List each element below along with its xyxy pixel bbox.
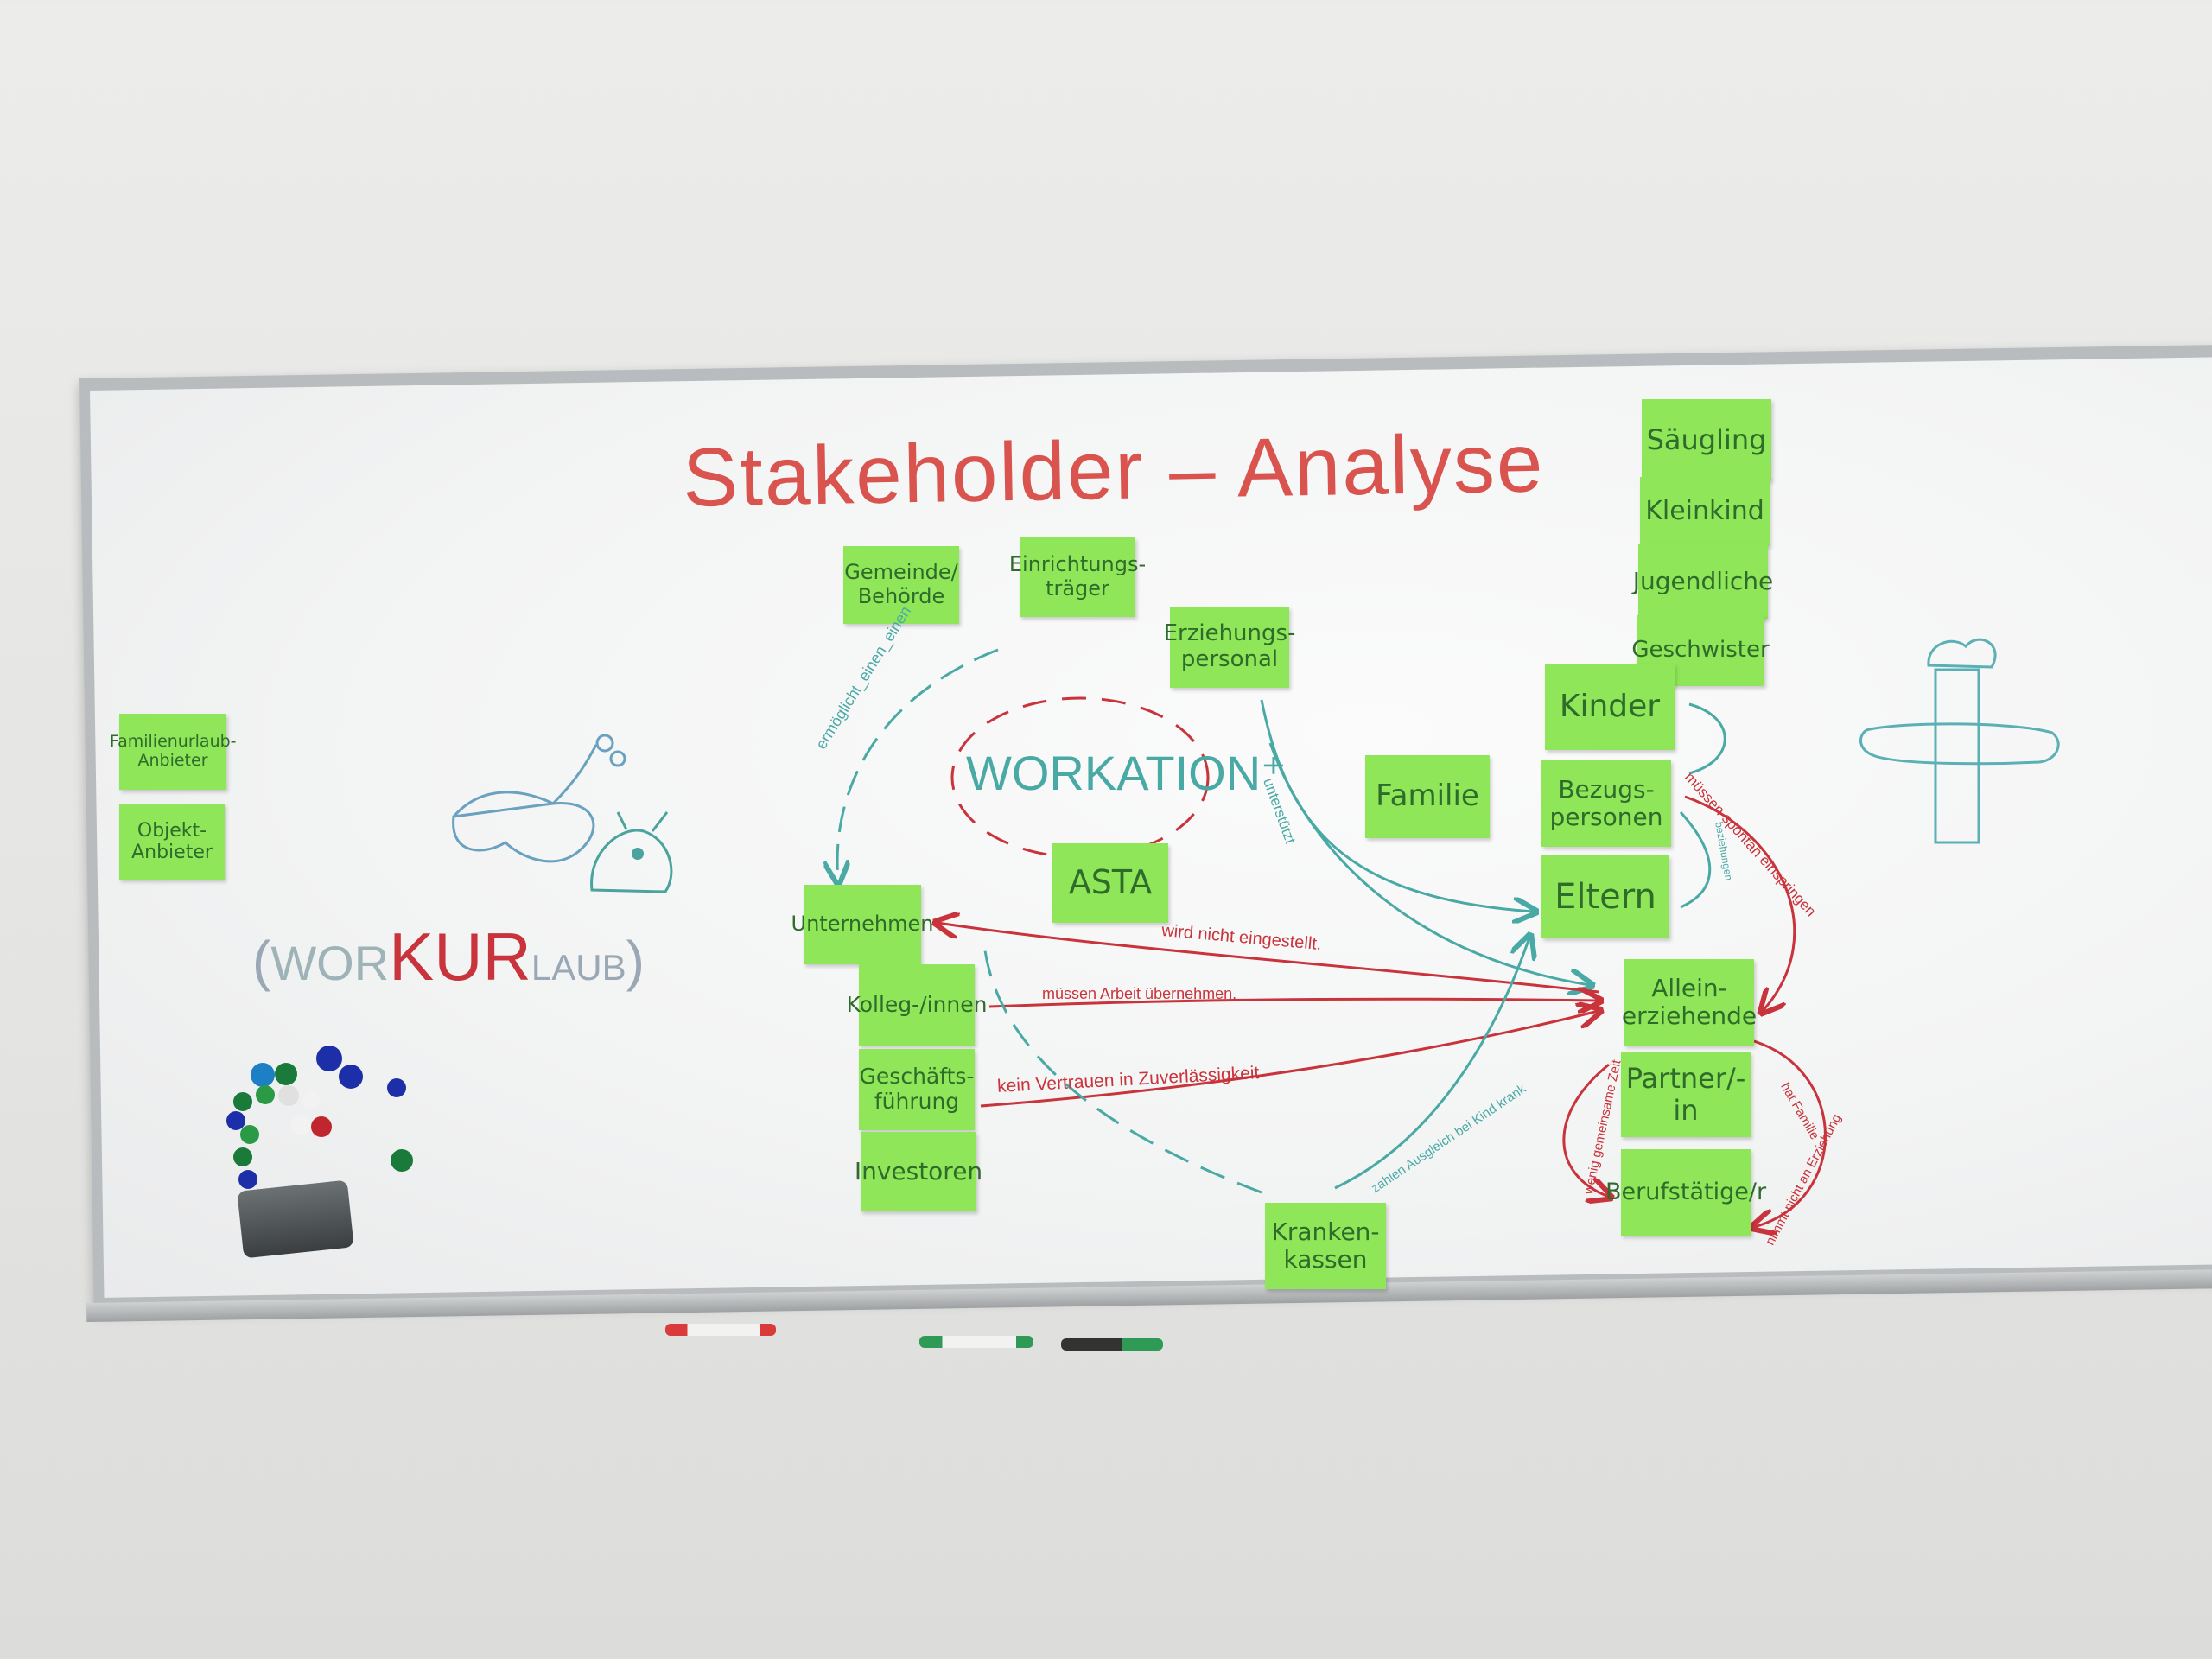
board-title: Stakeholder – Analyse (682, 416, 1546, 524)
pun-open: ( (252, 930, 271, 992)
magnet (278, 1085, 299, 1106)
magnet (387, 1078, 406, 1097)
magnet (391, 1149, 413, 1172)
label-arbeit: müssen Arbeit übernehmen. (1042, 985, 1237, 1002)
note-krankenkassen[interactable]: Kranken-kassen (1265, 1203, 1386, 1289)
loop-familie (1754, 1039, 1827, 1227)
note-geschaeft[interactable]: Geschäfts-führung (859, 1049, 975, 1130)
note-objekt[interactable]: Objekt-Anbieter (119, 804, 225, 880)
board-eraser (237, 1179, 354, 1259)
magnet (290, 1115, 311, 1135)
arc-ermoeglicht (837, 648, 999, 881)
note-kleinkind[interactable]: Kleinkind (1640, 477, 1770, 546)
magnet (302, 1092, 320, 1109)
beer-drawing (1934, 668, 1980, 844)
magnet (233, 1147, 252, 1166)
black-marker (1061, 1338, 1163, 1351)
pun-close: ) (626, 930, 645, 992)
note-investoren[interactable]: Investoren (855, 1132, 982, 1211)
note-kinder[interactable]: Kinder (1545, 664, 1675, 750)
magnet (240, 1125, 259, 1144)
note-gemeinde[interactable]: Gemeinde/ Behörde (843, 546, 959, 624)
note-eltern[interactable]: Eltern (1541, 855, 1669, 938)
arc-krankenkassen (983, 950, 1262, 1194)
arc-unterstuetzt (1260, 699, 1534, 912)
pun-kur: KUR (389, 918, 531, 995)
magnet (311, 1116, 332, 1137)
magnet (275, 1063, 297, 1085)
arrow-spontan (1684, 795, 1796, 1011)
arrow-arbeit (988, 999, 1599, 1007)
note-asta[interactable]: ASTA (1052, 843, 1168, 923)
wor-kur-laub-label: (WORKURLAUB) (252, 918, 645, 996)
note-einrichtung[interactable]: Einrichtungs-träger (1009, 537, 1146, 617)
magnet (238, 1170, 257, 1189)
pun-laub: LAUB (531, 947, 626, 988)
note-alleinerziehende[interactable]: Allein-erziehende (1622, 959, 1757, 1046)
snail-drawing (452, 744, 598, 863)
arrow-vertrauen (980, 1011, 1599, 1108)
magnet (256, 1085, 275, 1104)
note-partner[interactable]: Partner/-in (1621, 1052, 1751, 1137)
magnet (226, 1111, 245, 1130)
red-marker (665, 1324, 776, 1336)
loop-zeit (1562, 1063, 1609, 1197)
magnet (316, 1046, 342, 1071)
magnet (251, 1063, 275, 1087)
note-berufstaetige[interactable]: Berufstätige/r (1605, 1149, 1766, 1236)
note-unternehmen[interactable]: Unternehmen (791, 885, 933, 964)
magnet (233, 1092, 252, 1111)
magnet (339, 1065, 363, 1089)
sausage-drawing (1859, 722, 2060, 766)
note-erziehung[interactable]: Erziehungs-personal (1164, 607, 1295, 688)
note-jugendliche[interactable]: Jugendliche (1633, 544, 1773, 619)
note-saeugling[interactable]: Säugling (1642, 399, 1771, 480)
note-familienurlaub[interactable]: Familienurlaub-Anbieter (110, 714, 237, 790)
note-bezugspersonen[interactable]: Bezugs-personen (1541, 760, 1671, 847)
note-kollegen[interactable]: Kolleg-/innen (847, 964, 987, 1046)
workation-label: WORKATION⁺ (966, 746, 1287, 800)
arrow-nicht-eingestellt (938, 923, 1599, 994)
green-marker (919, 1336, 1033, 1348)
note-familie[interactable]: Familie (1365, 755, 1490, 838)
pun-wor: WOR (270, 936, 390, 990)
